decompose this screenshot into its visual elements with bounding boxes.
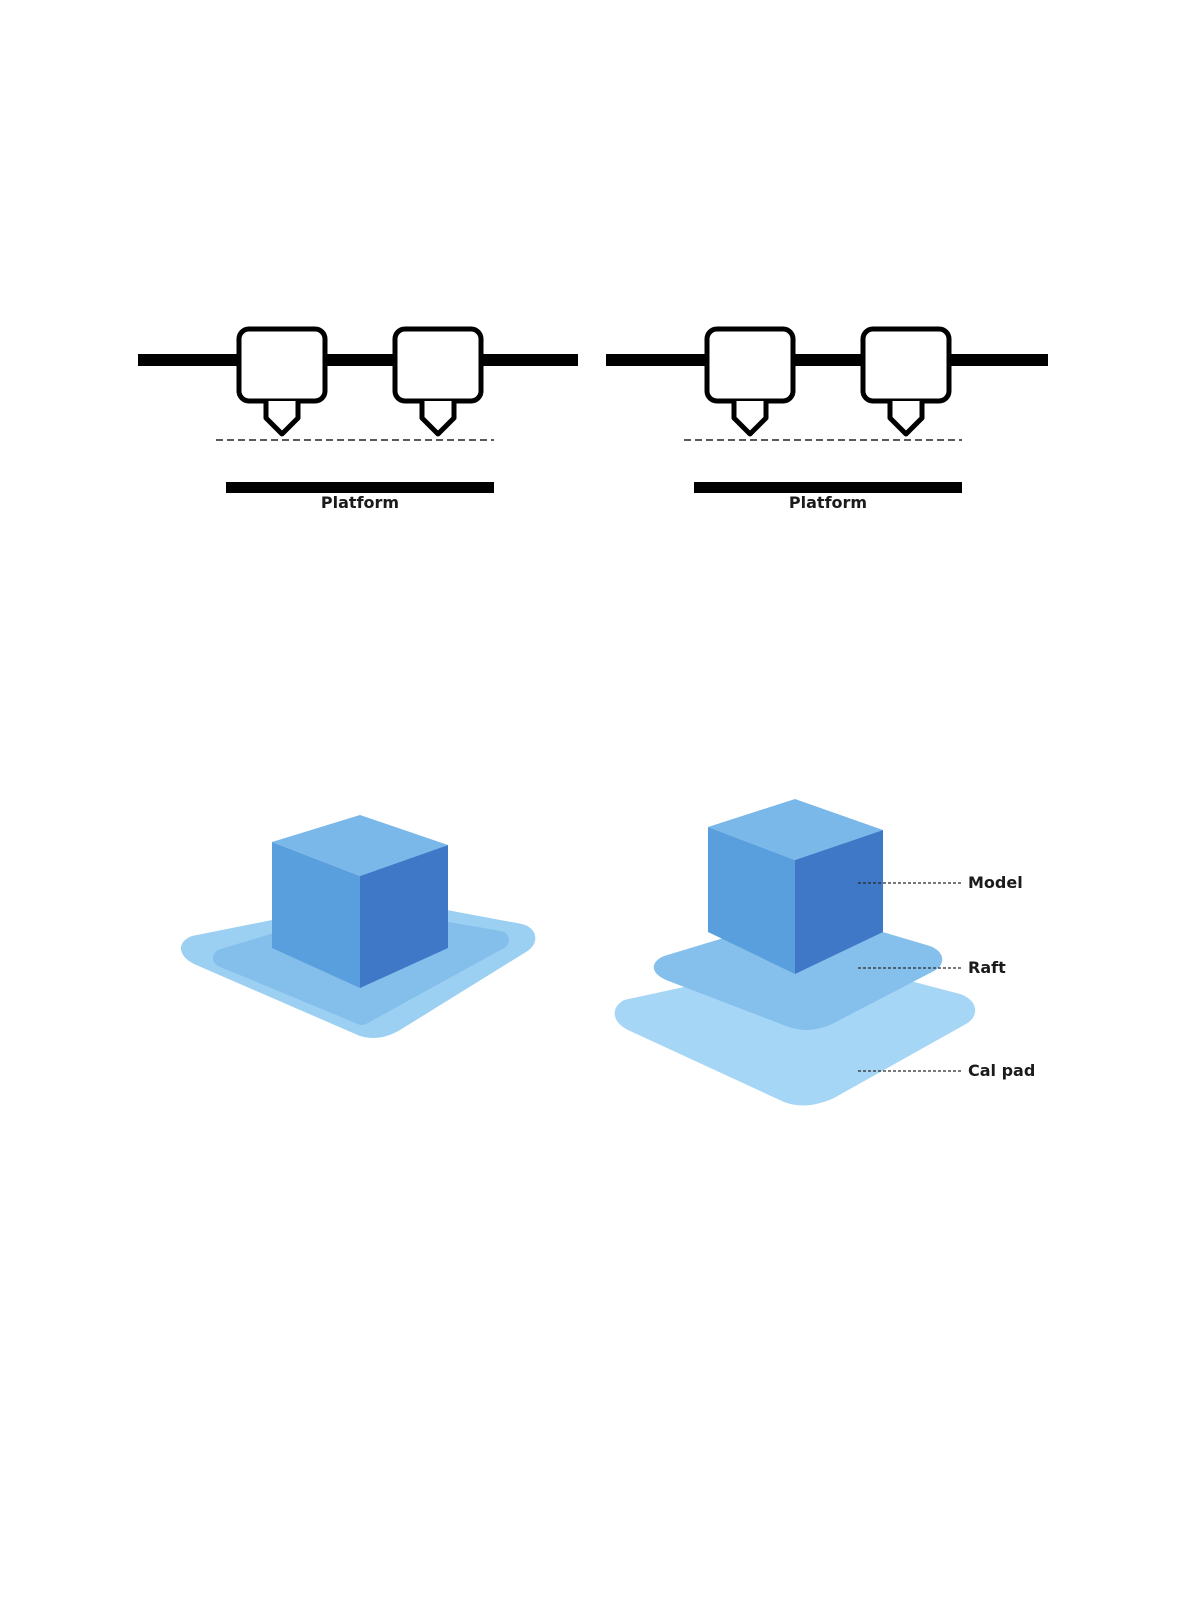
layer-stack-illustration: Model Raft Cal pad xyxy=(615,799,1036,1105)
platform-label: Platform xyxy=(789,493,867,512)
build-platform xyxy=(226,482,494,493)
build-platform xyxy=(694,482,962,493)
print-head-left xyxy=(239,329,325,434)
platform-label: Platform xyxy=(321,493,399,512)
print-head-right xyxy=(395,329,481,434)
nozzle-diagram-left: Platform xyxy=(138,329,578,512)
nozzle-diagram-right: Platform xyxy=(606,329,1048,512)
print-head-right xyxy=(863,329,949,434)
cal-pad-label: Cal pad xyxy=(968,1061,1035,1080)
raft-label: Raft xyxy=(968,958,1006,977)
cube-on-pad-illustration xyxy=(181,815,535,1038)
print-head-left xyxy=(707,329,793,434)
model-label: Model xyxy=(968,873,1023,892)
